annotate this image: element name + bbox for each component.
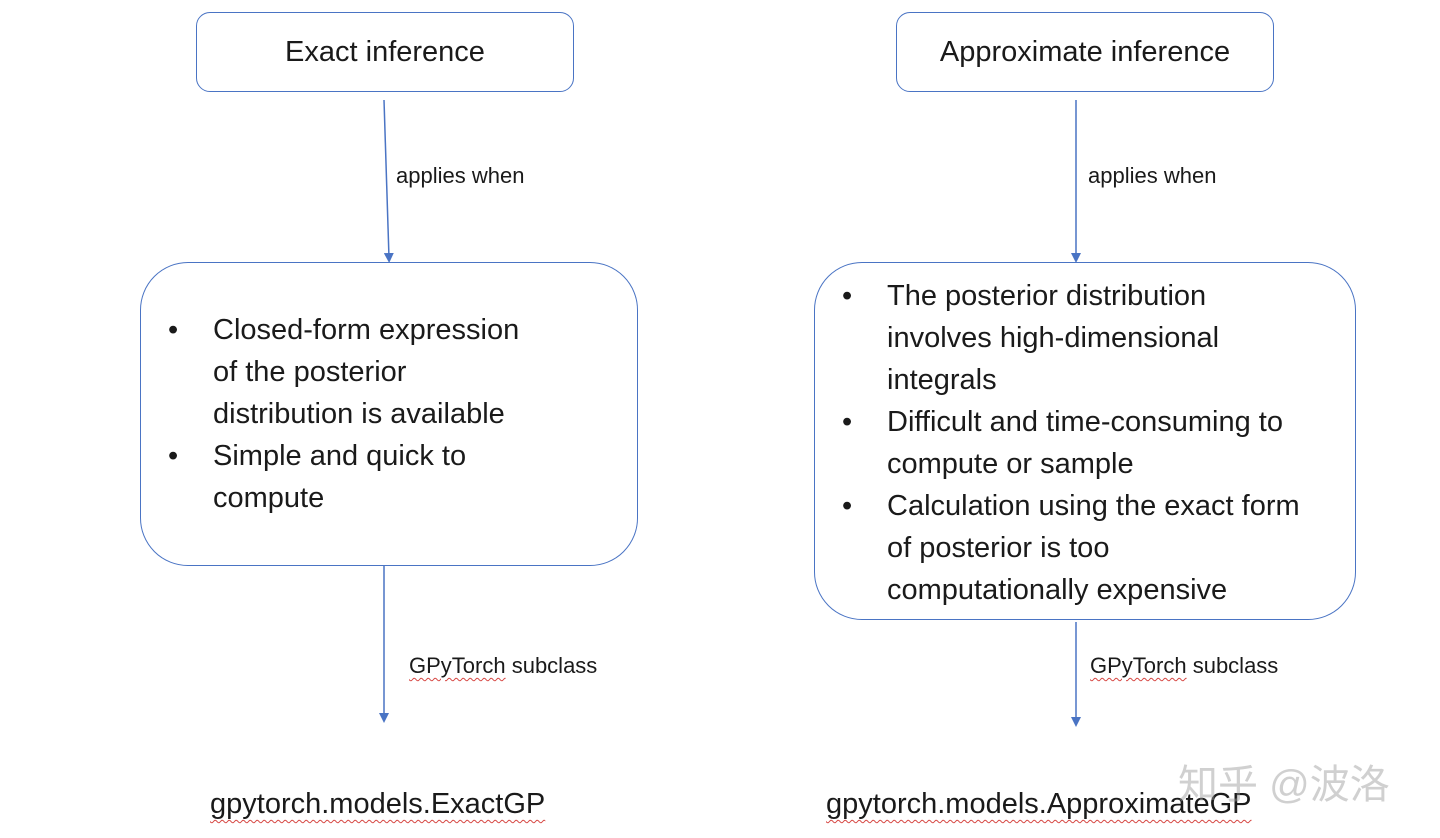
right-subclass-label: GPyTorch subclass	[1090, 653, 1278, 679]
exact-inference-title: Exact inference	[285, 35, 485, 68]
left-top-arrow	[383, 99, 394, 263]
zhihu-watermark: 知乎 @波洛	[1178, 763, 1390, 807]
right-subclass-word: GPyTorch	[1090, 653, 1187, 678]
exact-condition-item: Closed-form expression of the posterior …	[141, 309, 551, 435]
approximate-conditions-box: The posterior distribution involves high…	[814, 262, 1356, 620]
approximate-condition-item: The posterior distribution involves high…	[815, 275, 1307, 401]
exact-inference-box: Exact inference	[196, 12, 574, 92]
approximate-condition-item: Difficult and time-consuming to compute …	[815, 401, 1307, 485]
exact-condition-item: Simple and quick to compute	[141, 435, 551, 519]
right-subclass-suffix: subclass	[1186, 653, 1279, 678]
exactgp-class-name: gpytorch.models.ExactGP	[210, 788, 546, 820]
left-subclass-word: GPyTorch	[409, 653, 506, 678]
right-applies-when-label: applies when	[1088, 163, 1217, 188]
left-subclass-suffix: subclass	[505, 653, 598, 678]
approximate-conditions-list: The posterior distribution involves high…	[815, 275, 1307, 611]
approximate-condition-item: Calculation using the exact form of post…	[815, 485, 1307, 611]
exact-conditions-list: Closed-form expression of the posterior …	[141, 309, 551, 519]
approximate-inference-box: Approximate inference	[896, 12, 1274, 92]
approximate-inference-title: Approximate inference	[939, 35, 1231, 68]
exact-conditions-box: Closed-form expression of the posterior …	[140, 262, 638, 566]
left-applies-when-label: applies when	[396, 163, 525, 188]
left-subclass-label: GPyTorch subclass	[409, 653, 597, 679]
approximategp-class-name: gpytorch.models.ApproximateGP	[826, 788, 1252, 820]
